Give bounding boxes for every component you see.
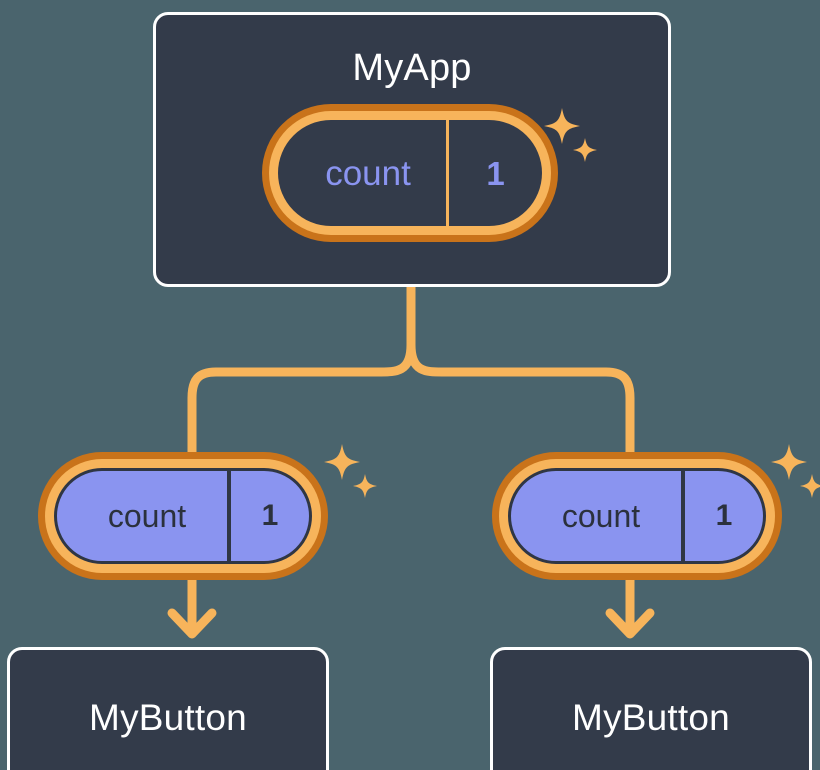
- component-box-mybutton-left[interactable]: MyButton: [7, 647, 329, 770]
- arrow-down-icon: [167, 608, 217, 639]
- state-pill-ring-outer: count 1: [492, 452, 782, 580]
- state-key: count: [561, 498, 641, 534]
- state-key: count: [107, 498, 187, 534]
- state-pill-child-left[interactable]: count 1: [38, 452, 328, 580]
- state-pill-body: count 1: [278, 120, 542, 226]
- state-pill-body: count 1: [54, 468, 312, 564]
- component-title: MyButton: [89, 696, 247, 738]
- connector-branch-right: [406, 340, 635, 457]
- state-pill-ring-inner: count 1: [269, 111, 551, 235]
- state-pill-body: count 1: [508, 468, 766, 564]
- state-value: 1: [681, 471, 763, 561]
- state-value: 1: [446, 120, 542, 226]
- state-pill-child-right[interactable]: count 1: [492, 452, 782, 580]
- state-pill-myapp[interactable]: count 1: [262, 104, 558, 242]
- sparkle-icon: [353, 474, 377, 498]
- component-title: MyApp: [352, 47, 472, 89]
- state-value: 1: [227, 471, 309, 561]
- arrow-down-icon: [605, 608, 655, 639]
- connector-branch-left: [187, 340, 416, 457]
- state-pill-ring-outer: count 1: [262, 104, 558, 242]
- state-pill-ring-inner: count 1: [45, 459, 321, 573]
- state-pill-ring-inner: count 1: [499, 459, 775, 573]
- state-pill-ring-outer: count 1: [38, 452, 328, 580]
- sparkle-icon: [324, 444, 360, 480]
- state-key: count: [325, 153, 411, 193]
- component-box-mybutton-right[interactable]: MyButton: [490, 647, 812, 770]
- sparkle-icon: [800, 474, 820, 498]
- component-title: MyButton: [572, 696, 730, 738]
